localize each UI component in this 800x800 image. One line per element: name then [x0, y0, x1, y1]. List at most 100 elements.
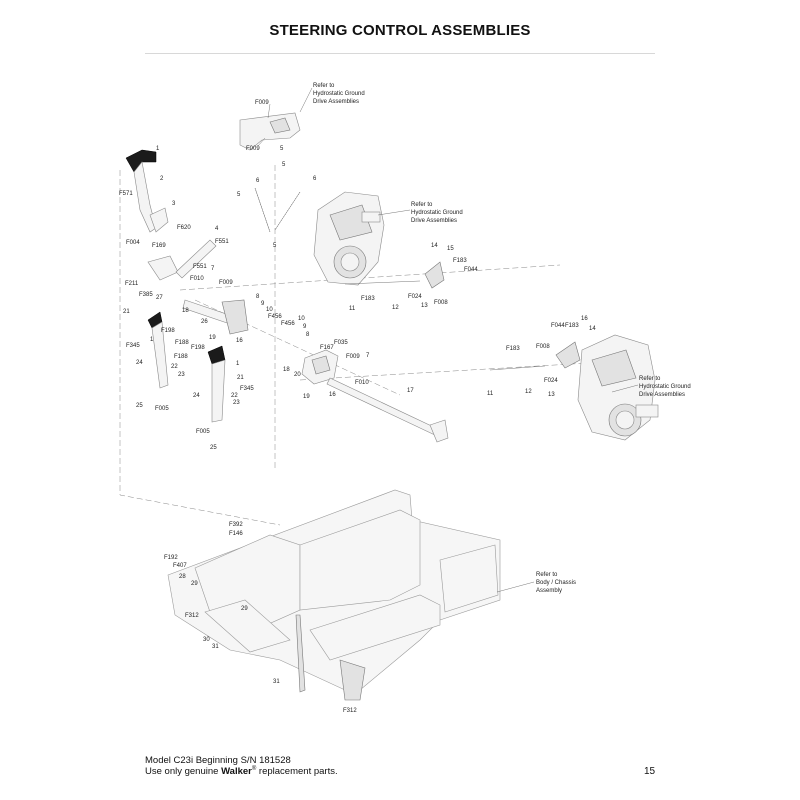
part-callout: F456 [281, 321, 295, 327]
footer-use-prefix: Use only genuine [145, 766, 222, 778]
note-line: Drive Assemblies [411, 218, 457, 224]
part-callout: 15 [447, 246, 454, 252]
part-callout: F044 [551, 323, 565, 329]
part-callout: 16 [581, 316, 588, 322]
part-callout: 9 [303, 324, 307, 330]
part-callout: 11 [487, 391, 494, 397]
part-callout: 16 [236, 338, 243, 344]
spring-left [254, 187, 271, 233]
part-callout: F009 [219, 280, 233, 286]
control-lever-upper [125, 149, 169, 233]
part-callout: F183 [453, 258, 467, 264]
hydrostatic-transmission-upper [313, 191, 385, 286]
part-callout: 23 [178, 372, 185, 378]
part-callout: 12 [392, 305, 399, 311]
note-hydrostatic-right: Refer to Hydrostatic Ground Drive Assemb… [639, 376, 691, 398]
part-callout: 9 [261, 301, 265, 307]
part-callout: F009 [346, 354, 360, 360]
part-callout: 5 [237, 192, 241, 198]
part-callout: 17 [407, 388, 414, 394]
chassis-frame [167, 489, 501, 701]
footer-brand: Walker [221, 766, 252, 778]
part-callout: 13 [548, 392, 555, 398]
part-callout: F198 [161, 328, 175, 334]
part-callout: 10 [266, 307, 273, 313]
title-divider [145, 53, 655, 54]
part-callout: 7 [211, 266, 215, 272]
part-callout: F169 [152, 243, 166, 249]
part-callout: 21 [123, 309, 130, 315]
control-link-lower [489, 341, 581, 371]
part-callout: 26 [201, 319, 208, 325]
part-callout: 1 [236, 361, 240, 367]
part-callout: F010 [355, 380, 369, 386]
part-callout: 25 [136, 403, 143, 409]
part-callouts: F009 F009 1 2 F571 3 F620 4 F004 F169 F5… [119, 100, 596, 714]
note-line: Refer to [536, 572, 558, 578]
part-callout: 18 [182, 308, 189, 314]
part-callout: F024 [544, 378, 558, 384]
part-callout: F407 [173, 563, 187, 569]
upper-bracket [239, 112, 301, 151]
control-link-upper [344, 261, 445, 289]
part-callout: F551 [215, 239, 229, 245]
note-hydrostatic-top: Refer to Hydrostatic Ground Drive Assemb… [313, 83, 365, 105]
part-callout: F005 [196, 429, 210, 435]
part-callout: F009 [246, 146, 260, 152]
note-line: Refer to [411, 202, 433, 208]
part-callout: F009 [255, 100, 269, 106]
part-callout: 6 [256, 178, 260, 184]
part-callout: 16 [329, 392, 336, 398]
part-callout: 24 [193, 393, 200, 399]
footer-genuine-parts-line: Use only genuine Walker® replacement par… [145, 766, 338, 777]
part-callout: 31 [212, 644, 219, 650]
part-callout: F024 [408, 294, 422, 300]
footer-registered-mark: ® [251, 766, 257, 772]
part-callout: 14 [431, 243, 438, 249]
part-callout: F345 [240, 386, 254, 392]
part-callout: 1 [156, 146, 160, 152]
part-callout: F008 [536, 344, 550, 350]
part-callout: F192 [164, 555, 178, 561]
part-callout: F571 [119, 191, 133, 197]
part-callout: F183 [565, 323, 579, 329]
part-callout: 2 [160, 176, 164, 182]
note-line: Drive Assemblies [313, 99, 359, 105]
part-callout: 18 [283, 367, 290, 373]
part-callout: 29 [241, 606, 248, 612]
leader-lines [257, 87, 639, 593]
footer-model-line: Model C23i Beginning S/N 181528 [145, 755, 291, 766]
note-line: Drive Assemblies [639, 392, 685, 398]
part-callout: F044 [464, 267, 478, 273]
part-callout: 7 [366, 353, 370, 359]
part-callout: F146 [229, 531, 243, 537]
part-callout: F167 [320, 345, 334, 351]
note-line: Hydrostatic Ground [639, 384, 691, 390]
part-callout: 11 [349, 306, 356, 312]
part-callout: 8 [306, 332, 310, 338]
part-callout: 5 [273, 243, 277, 249]
footer-use-suffix: replacement parts. [256, 766, 338, 778]
part-callout: F188 [174, 354, 188, 360]
part-callout: F005 [155, 406, 169, 412]
lever-bracket [147, 239, 217, 281]
part-callout: 22 [231, 393, 238, 399]
part-callout: F198 [191, 345, 205, 351]
note-body-chassis: Refer to Body / Chassis Assembly [536, 572, 576, 594]
pivot-block [301, 349, 339, 385]
part-callout: 20 [294, 372, 301, 378]
part-callout: 4 [215, 226, 219, 232]
part-callout: F004 [126, 240, 140, 246]
part-callout: 1 [150, 337, 154, 343]
part-callout: 5 [282, 162, 286, 168]
part-callout: F620 [177, 225, 191, 231]
note-hydrostatic-mid: Refer to Hydrostatic Ground Drive Assemb… [411, 202, 463, 224]
part-callout: 12 [525, 389, 532, 395]
part-callout: F211 [125, 281, 139, 287]
part-callout: 5 [280, 146, 284, 152]
part-callout: F188 [175, 340, 189, 346]
part-callout: F392 [229, 522, 243, 528]
note-line: Refer to [313, 83, 335, 89]
part-callout: 22 [171, 364, 178, 370]
